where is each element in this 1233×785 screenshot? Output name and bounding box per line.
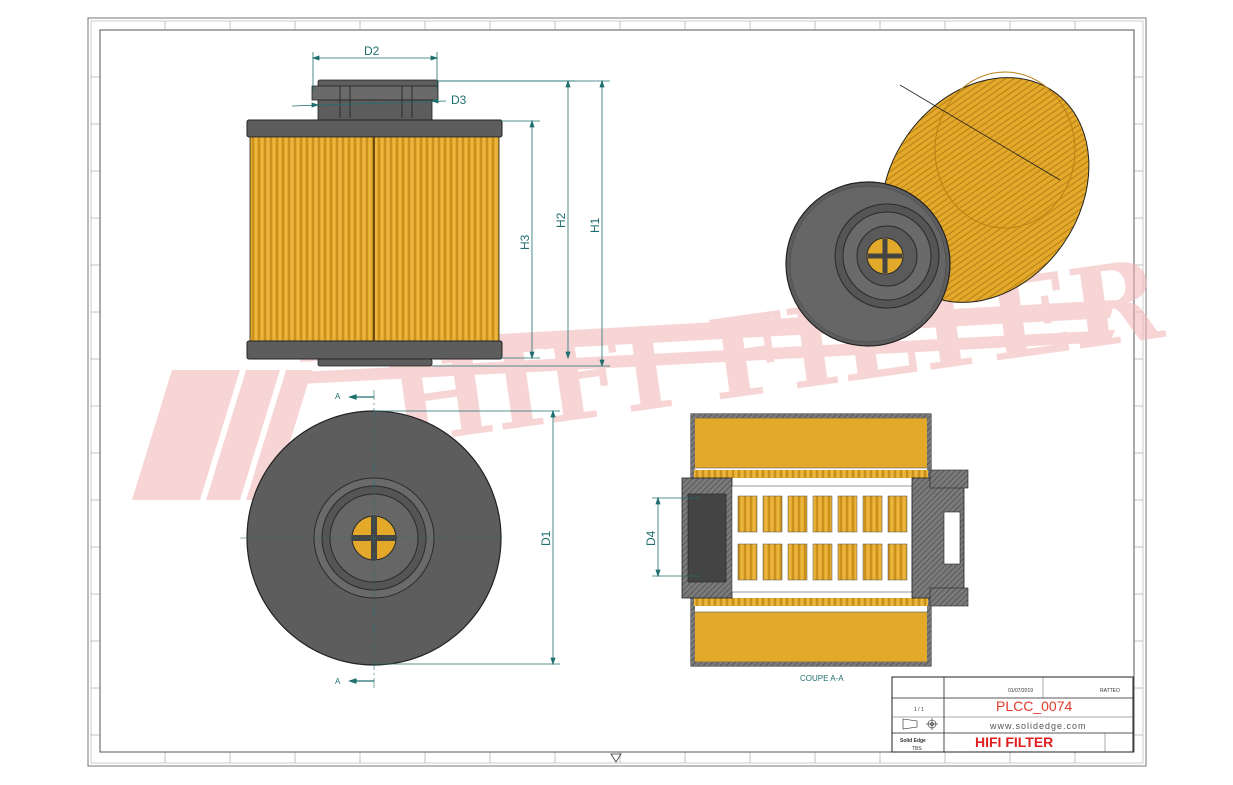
tb-author: RATTEO [1100, 688, 1120, 694]
d4-dimension [652, 496, 700, 578]
tb-date: 01/07/2019 [1008, 688, 1033, 694]
isometric-view [785, 71, 1090, 347]
core-slot [862, 495, 883, 533]
dim-d4-label: D4 [644, 530, 658, 546]
front-dimensions [291, 52, 610, 368]
section-marker-top: A [335, 392, 341, 401]
dim-d1-label: D1 [539, 530, 553, 546]
center-marker [610, 753, 622, 763]
core-slot [762, 495, 783, 533]
tb-software: Solid Edge [900, 738, 926, 744]
outer-border-inner [90, 20, 1144, 764]
section-view [681, 413, 969, 667]
dim-d3-label: D3 [451, 93, 467, 107]
tb-brand: HIFI FILTER [975, 734, 1053, 750]
core-slot [887, 495, 908, 533]
core-slots [737, 495, 908, 581]
dim-h1-label: H1 [588, 217, 602, 233]
d1-dimension [374, 409, 560, 666]
section-title: COUPE A-A [800, 674, 844, 683]
section-markers [348, 394, 374, 684]
dim-h2-label: H2 [554, 212, 568, 228]
bottom-view [240, 390, 505, 690]
tb-scale: 1 / 1 [914, 707, 924, 713]
tb-software-sub: TBS [912, 746, 922, 752]
tb-part-code: PLCC_0074 [996, 698, 1072, 714]
title-block [891, 676, 1134, 753]
core-slot [837, 543, 858, 581]
zone-ticks [91, 21, 1143, 763]
core-slot [812, 495, 833, 533]
dim-h3-label: H3 [518, 234, 532, 250]
dim-d2-label: D2 [364, 44, 380, 58]
core-slot [812, 543, 833, 581]
drawing-frame [99, 29, 1135, 753]
front-view [246, 79, 503, 367]
core-slot [737, 495, 758, 533]
core-slot [737, 543, 758, 581]
core-slot [862, 543, 883, 581]
section-marker-bottom: A [335, 677, 341, 686]
core-slot [787, 543, 808, 581]
tb-website: www.solidedge.com [989, 721, 1087, 731]
core-slot [762, 543, 783, 581]
core-slot [787, 495, 808, 533]
core-slot [887, 543, 908, 581]
core-slot [837, 495, 858, 533]
